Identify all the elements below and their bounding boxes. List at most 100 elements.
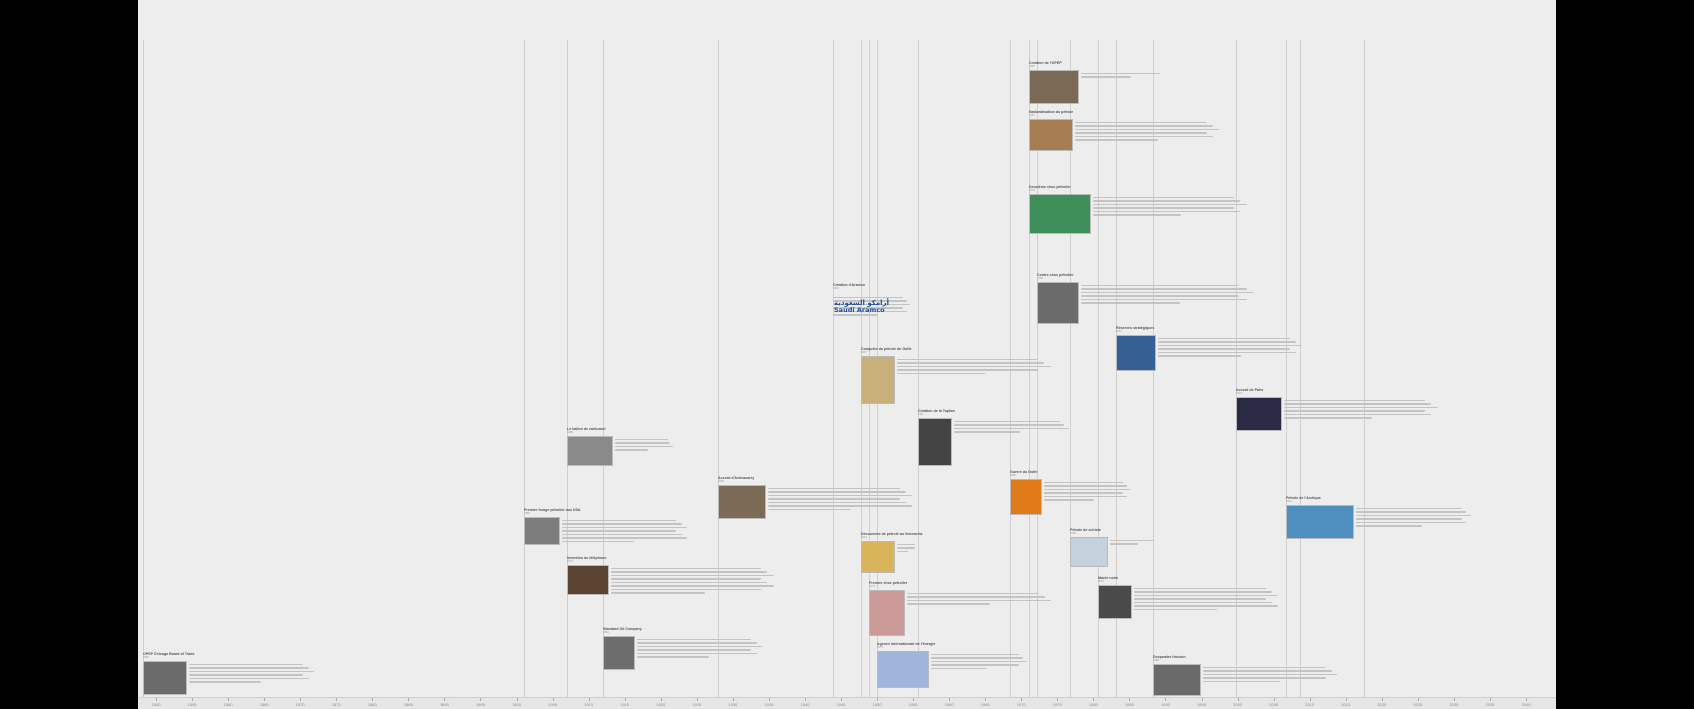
event-thumbnail[interactable]	[143, 661, 187, 695]
event-thumbnail[interactable]	[1070, 537, 1108, 567]
event-thumbnail[interactable]	[1010, 479, 1042, 515]
text-line	[637, 638, 752, 641]
timeline-connector	[1070, 40, 1071, 697]
text-line	[611, 574, 775, 577]
text-line	[768, 505, 912, 507]
event-thumbnail[interactable]	[1029, 119, 1073, 151]
text-line	[897, 369, 1038, 371]
event-thumbnail[interactable]	[1153, 664, 1201, 696]
axis-tick-mark	[841, 698, 842, 701]
event-thumbnail[interactable]	[1037, 282, 1079, 324]
event-title: Deuxième choc pétrolier	[1029, 185, 1071, 189]
axis-tick-label: 1975	[1052, 702, 1062, 707]
text-line	[1284, 399, 1425, 402]
text-line	[1158, 341, 1296, 343]
event-title: Pétrole de l'Arctique	[1286, 496, 1321, 500]
timeline-connector	[1286, 40, 1287, 697]
event-description	[1081, 283, 1261, 306]
event-date: 1914	[861, 536, 867, 540]
event-description	[1093, 195, 1253, 218]
event-thumbnail[interactable]	[1236, 397, 1282, 431]
event-date: 2008	[1070, 532, 1076, 536]
axis-tick-label: 1890	[439, 702, 449, 707]
event-date: 1947	[918, 413, 924, 417]
event-thumbnail[interactable]	[567, 565, 609, 595]
text-line	[907, 592, 1039, 595]
event-thumbnail[interactable]	[869, 590, 905, 636]
event-title: OPEP Chicago Board of Trade	[143, 652, 195, 656]
axis-tick-label: 1950	[872, 702, 882, 707]
timeline-connector	[1010, 40, 1011, 697]
axis-tick-mark	[1201, 698, 1203, 701]
axis-tick-mark	[1129, 698, 1131, 701]
text-line	[931, 660, 1027, 663]
event-thumbnail[interactable]	[877, 651, 929, 688]
event-thumbnail[interactable]	[861, 356, 895, 404]
event-thumbnail[interactable]	[603, 636, 635, 670]
axis-tick-mark	[1057, 698, 1059, 701]
text-line	[611, 585, 775, 587]
event-thumbnail[interactable]	[567, 436, 613, 466]
event-thumbnail[interactable]	[1098, 585, 1132, 619]
event-description	[1356, 506, 1476, 529]
event-thumbnail[interactable]	[1029, 70, 1079, 104]
axis-tick-mark	[1453, 698, 1455, 701]
event-description	[931, 652, 1031, 671]
event-thumbnail[interactable]	[1286, 505, 1354, 539]
text-line	[1284, 403, 1432, 405]
text-line	[1075, 139, 1158, 141]
event-title: Agence internationale de l'énergie	[877, 642, 936, 646]
text-line	[189, 677, 309, 680]
text-line	[1044, 481, 1124, 484]
text-line	[1110, 543, 1138, 545]
event-thumbnail[interactable]	[1029, 194, 1091, 234]
timeline-connector	[1037, 40, 1038, 697]
event-thumbnail[interactable]	[1116, 335, 1156, 371]
event-thumbnail[interactable]	[861, 541, 895, 573]
event-thumbnail[interactable]	[918, 418, 952, 466]
event-description	[1044, 480, 1134, 503]
text-line	[615, 445, 673, 448]
text-line	[907, 603, 990, 605]
text-line	[1158, 355, 1241, 357]
event-title: Premier choc pétrolier	[869, 581, 908, 585]
event-thumbnail[interactable]	[718, 485, 766, 519]
event-date: 1989	[1153, 659, 1159, 663]
text-line	[1044, 492, 1124, 494]
event-description	[1075, 120, 1225, 143]
event-date: 1848	[143, 656, 149, 660]
axis-tick-mark	[732, 698, 734, 701]
axis-tick-mark	[1273, 698, 1275, 701]
text-line	[1356, 521, 1467, 524]
text-line	[1075, 125, 1213, 127]
text-line	[1134, 591, 1272, 593]
event-description	[907, 591, 1057, 607]
event-thumbnail[interactable]	[524, 517, 560, 545]
axis-tick-mark	[985, 698, 987, 701]
